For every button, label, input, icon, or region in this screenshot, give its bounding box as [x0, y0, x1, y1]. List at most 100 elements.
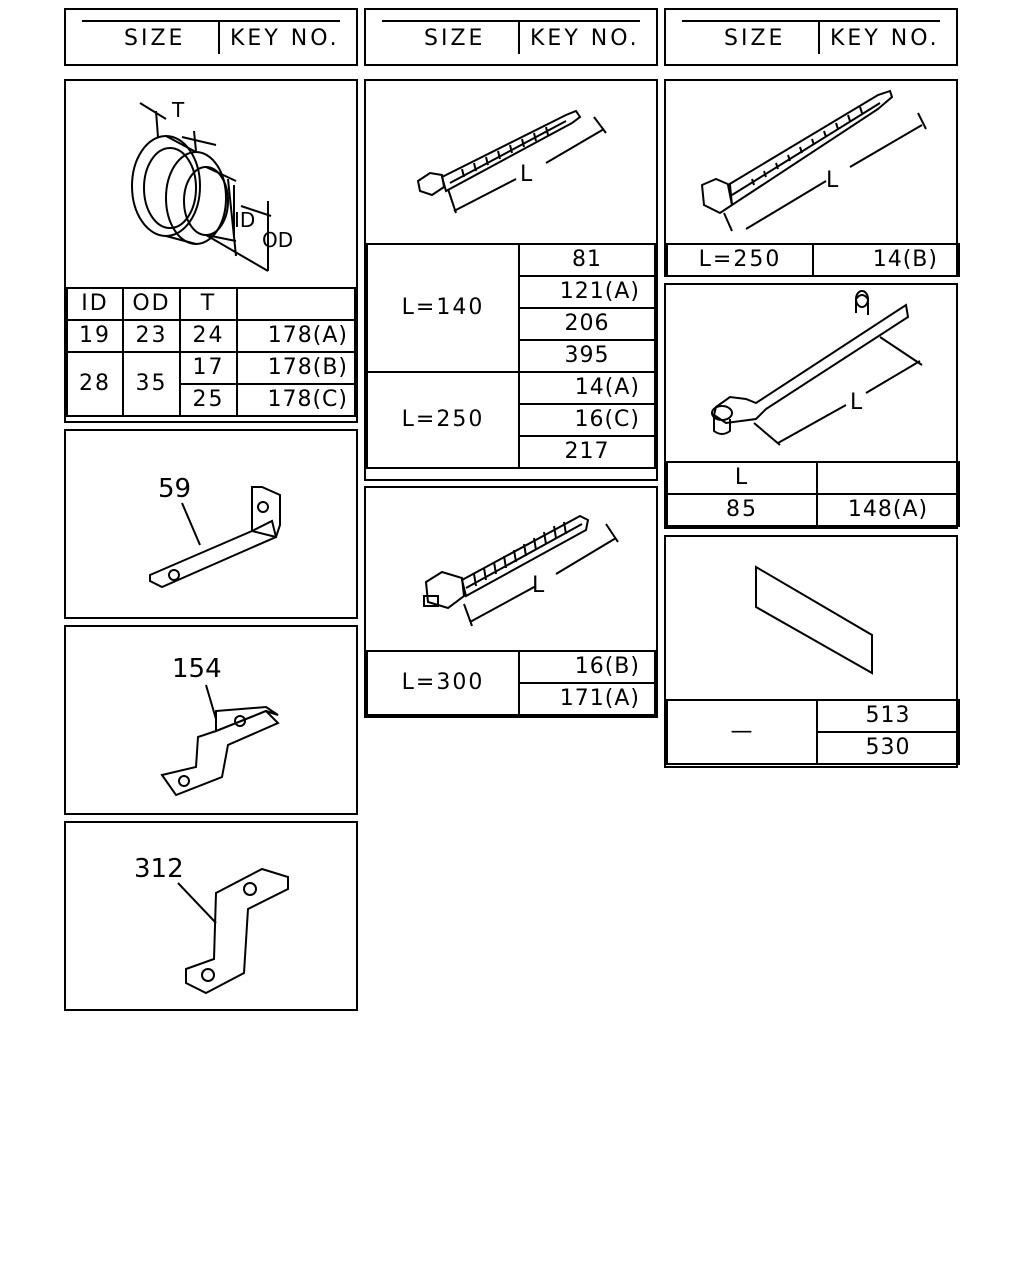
tie-teeth — [751, 106, 863, 186]
table-row: 85 148(A) — [666, 493, 960, 527]
tie-300-drawing: L — [423, 514, 619, 627]
table-row: 395 — [367, 339, 656, 373]
tie-large-drawing: L — [700, 89, 927, 232]
bracket-59-panel: 59 — [64, 429, 358, 619]
table-row: L=250 14(A) — [366, 371, 656, 469]
cell-key: 395 — [518, 339, 656, 373]
table-row: 171(A) — [367, 682, 656, 716]
header-col-3: SIZE KEY NO. — [664, 8, 958, 66]
cell-key: 14(A) — [518, 371, 656, 405]
cell-key: 148(A) — [816, 493, 960, 527]
cell-size: 85 — [666, 493, 818, 527]
bracket-59-callout: 59 — [158, 474, 191, 504]
grommet-t-label: T — [171, 98, 185, 122]
cell-size: L=250 — [366, 371, 520, 469]
cell-key: 81 — [518, 243, 656, 277]
header-col-1: SIZE KEY NO. — [64, 8, 358, 66]
bracket-312-callout: 312 — [134, 854, 184, 884]
tie-small-panel: L L=140 81 121(A) 206 395 L=250 14(A) 16… — [364, 79, 658, 481]
table-row: 530 — [667, 731, 960, 765]
bracket-154-panel: 154 — [64, 625, 358, 815]
tie-clip-dim-label: L — [850, 390, 863, 415]
cell-od: 23 — [122, 319, 181, 353]
grommet-drawing: T ID OD — [131, 98, 293, 272]
cell-key: 121(A) — [518, 275, 656, 309]
cell-t: 17 — [179, 351, 238, 385]
cell-key: 178(B) — [236, 351, 356, 385]
tie-small-table: L=140 81 121(A) 206 395 L=250 14(A) 16(C… — [366, 243, 656, 469]
cell-key: 16(B) — [518, 650, 656, 684]
tie-teeth — [461, 126, 549, 178]
table-header-row: ID OD T — [66, 287, 356, 321]
header-rule — [682, 20, 940, 22]
cell-key: 178(C) — [236, 383, 356, 417]
tie-small-dim-label: L — [520, 162, 533, 187]
cell-od: 35 — [122, 351, 181, 417]
cell-t: 25 — [179, 383, 238, 417]
table-row: 28 35 17 178(B) — [66, 351, 356, 417]
header-key-label: KEY NO. — [230, 26, 340, 51]
tie-large-dim-label: L — [826, 168, 839, 193]
table-row: 25 178(C) — [67, 383, 356, 417]
cell-size: L=140 — [366, 243, 520, 373]
header-size-label: SIZE — [724, 26, 786, 51]
cell-id: 19 — [66, 319, 124, 353]
header-divider — [818, 22, 820, 54]
cell-key: 178(A) — [236, 319, 356, 353]
tie-large-panel: L L=250 14(B) — [664, 79, 960, 277]
col-key — [816, 461, 960, 495]
table-row: 206 — [367, 307, 656, 341]
col-l: L — [666, 461, 818, 495]
bracket-154-callout: 154 — [172, 654, 222, 684]
cell-key: 217 — [518, 435, 656, 469]
table-row: L=300 16(B) — [366, 650, 656, 716]
header-key-label: KEY NO. — [830, 26, 940, 51]
tie-small-drawing: L — [416, 109, 607, 214]
bracket-312-panel: 312 — [64, 821, 358, 1011]
header-rule — [382, 20, 640, 22]
cell-size: — — [666, 699, 818, 765]
tie-large-table: L=250 14(B) — [666, 243, 960, 277]
header-divider — [218, 22, 220, 54]
col-key — [236, 287, 356, 321]
plate-panel: — 513 530 — [664, 535, 960, 768]
tie-teeth — [473, 521, 567, 587]
table-header-row: L — [666, 461, 960, 495]
table-row: 16(C) — [367, 403, 656, 437]
cell-key: 14(B) — [812, 243, 960, 277]
header-divider — [518, 22, 520, 54]
table-row: L=250 14(B) — [666, 243, 960, 277]
cell-size: L=250 — [666, 243, 814, 277]
table-row: — 513 — [666, 699, 960, 765]
tie-clip-table: L 85 148(A) — [666, 461, 960, 527]
header-size-label: SIZE — [124, 26, 186, 51]
grommet-panel: T ID OD ID OD T 19 23 24 178(A) 28 35 17… — [64, 79, 358, 423]
table-row: L=140 81 — [366, 243, 656, 373]
cell-id: 28 — [66, 351, 124, 417]
header-rule — [82, 20, 340, 22]
cell-key: 513 — [816, 699, 960, 733]
plate-table: — 513 530 — [666, 699, 960, 765]
cell-key: 206 — [518, 307, 656, 341]
bracket-154-drawing: 154 — [160, 654, 280, 797]
header-size-label: SIZE — [424, 26, 486, 51]
table-row: 217 — [367, 435, 656, 469]
tie-clip-drawing: L — [711, 290, 923, 446]
table-row: 121(A) — [367, 275, 656, 309]
tie-300-table: L=300 16(B) 171(A) — [366, 650, 656, 716]
grommet-id-label: ID — [234, 208, 255, 232]
grommet-table: ID OD T 19 23 24 178(A) 28 35 17 178(B) … — [66, 287, 356, 417]
col-id: ID — [66, 287, 124, 321]
cell-key: 171(A) — [518, 682, 656, 716]
grommet-od-label: OD — [262, 228, 293, 252]
bracket-59-drawing: 59 — [149, 474, 281, 589]
cell-size: L=300 — [366, 650, 520, 716]
bracket-312-drawing: 312 — [134, 854, 289, 995]
header-key-label: KEY NO. — [530, 26, 640, 51]
cell-key: 16(C) — [518, 403, 656, 437]
tie-300-dim-label: L — [532, 573, 545, 598]
tie-300-panel: L L=300 16(B) 171(A) — [364, 486, 658, 718]
cell-key: 530 — [816, 731, 960, 765]
tie-clip-panel: L L 85 148(A) — [664, 283, 960, 529]
col-t: T — [179, 287, 238, 321]
